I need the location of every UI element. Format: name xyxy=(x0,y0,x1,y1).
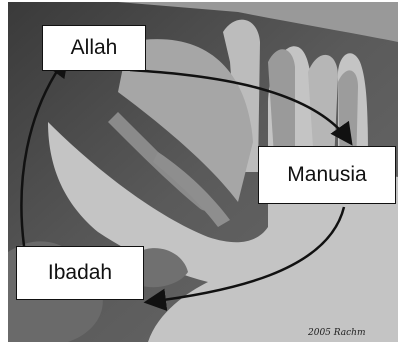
artist-signature: 2005 Rachm xyxy=(308,328,366,338)
node-manusia: Manusia xyxy=(258,146,396,204)
background-painting: Allah Manusia Ibadah 2005 Rachm xyxy=(8,2,398,342)
node-ibadah-label: Ibadah xyxy=(48,261,112,285)
node-ibadah: Ibadah xyxy=(16,246,144,300)
arrow-ibadah-to-allah xyxy=(21,58,66,246)
arrow-allah-to-manusia xyxy=(130,70,350,142)
node-allah-label: Allah xyxy=(71,36,118,60)
node-allah: Allah xyxy=(42,25,146,71)
node-manusia-label: Manusia xyxy=(287,163,366,187)
arrow-manusia-to-ibadah xyxy=(148,207,344,302)
